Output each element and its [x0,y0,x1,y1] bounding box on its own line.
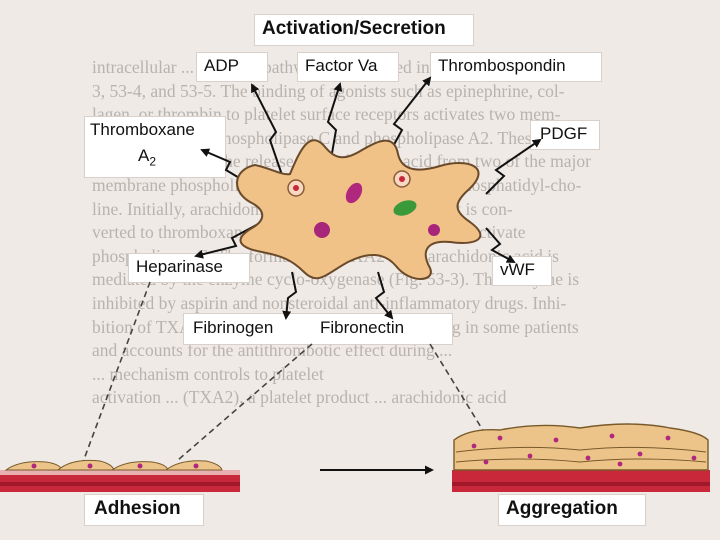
diagram-title: Activation/Secretion [262,18,446,39]
aggregate-granule [585,455,591,461]
label-factor-va: Factor Va [305,56,378,75]
adherent-granule [137,463,143,469]
aggregate-granule [483,459,489,465]
bg-line: activation ... (TXA2), a platelet produc… [92,387,507,408]
dashed-link-adhesion-2 [177,343,313,461]
label-thromboxane: Thromboxane [90,120,195,139]
fib-box [183,313,453,345]
aggregate-granule [637,451,643,457]
bg-line: ... mechanism controls to platelet [92,363,324,384]
vwf-box [492,256,552,286]
label-aggregation: Aggregation [506,498,618,519]
label-thromboxane-a: A2 [138,146,156,168]
aggregate-granule [553,437,559,443]
adherent-platelet [56,459,115,471]
thromboxane-subscript: 2 [149,154,157,169]
bg-line: and accounts for the antithrombotic effe… [92,340,453,361]
platelet-aggregate [453,423,709,471]
vessel-stripe [0,482,240,486]
adherent-granule [31,463,37,469]
aggregate-granule [609,433,615,439]
granule-dense-core [399,176,405,182]
heparinase-box [128,253,250,283]
vessel-stripe [0,470,240,475]
aggregate-granule [527,453,533,459]
aggregate-granule [471,443,477,449]
granule-green [393,200,417,216]
granule-dense-core [293,185,299,191]
thromboxane-a-letter: A [138,146,150,165]
label-vwf: vWF [500,260,535,279]
label-fibrinogen: Fibrinogen [193,318,274,337]
arrow-vwf [485,227,516,263]
thrombospondin-box [430,52,602,82]
factor-va-box [297,52,399,82]
granule-alpha [345,182,363,204]
arrow-heparinase [194,221,263,259]
aggregate-granule [497,435,503,441]
granule-alpha [428,224,440,236]
platelet-shape [236,139,482,280]
title-box [254,14,474,46]
aggregate-granule [665,435,671,441]
label-adhesion: Adhesion [94,498,181,519]
arrow-fibronectin [374,271,394,320]
aggregate-layer [455,446,707,453]
arrow-fibrinogen [282,271,298,320]
aggregate-granule [617,461,623,467]
aggregation-mass [452,423,710,492]
adherent-granule [87,463,93,469]
adhesion-vessel [0,459,240,492]
label-fibronectin: Fibronectin [320,318,405,337]
thromboxane-box [84,116,226,178]
pdgf-box [530,120,600,150]
arrow-factor-va [326,82,343,166]
arrow-adp [251,83,283,176]
aggregate-granule [691,455,697,461]
bg-line: inhibited by aspirin and nonsteroidal an… [92,292,567,313]
granules [287,170,440,238]
granule-alpha [314,222,330,238]
bg-line: 3, 53-4, and 53-5. The binding of agonis… [92,80,565,101]
vessel-stripe [452,482,710,486]
aggregation-box [498,494,646,526]
label-pdgf: PDGF [540,124,588,143]
vessel-base [452,470,710,492]
adp-box [196,52,268,82]
label-heparinase: Heparinase [136,257,223,276]
label-thrombospondin: Thrombospondin [438,56,566,75]
vessel-base [0,470,240,492]
label-adp: ADP [204,56,239,75]
dashed-link-adhesion-1 [79,281,151,471]
aggregate-layer [455,458,707,463]
adherent-granule [193,463,199,469]
adhesion-box [84,494,204,526]
arrow-pdgf [485,138,542,195]
